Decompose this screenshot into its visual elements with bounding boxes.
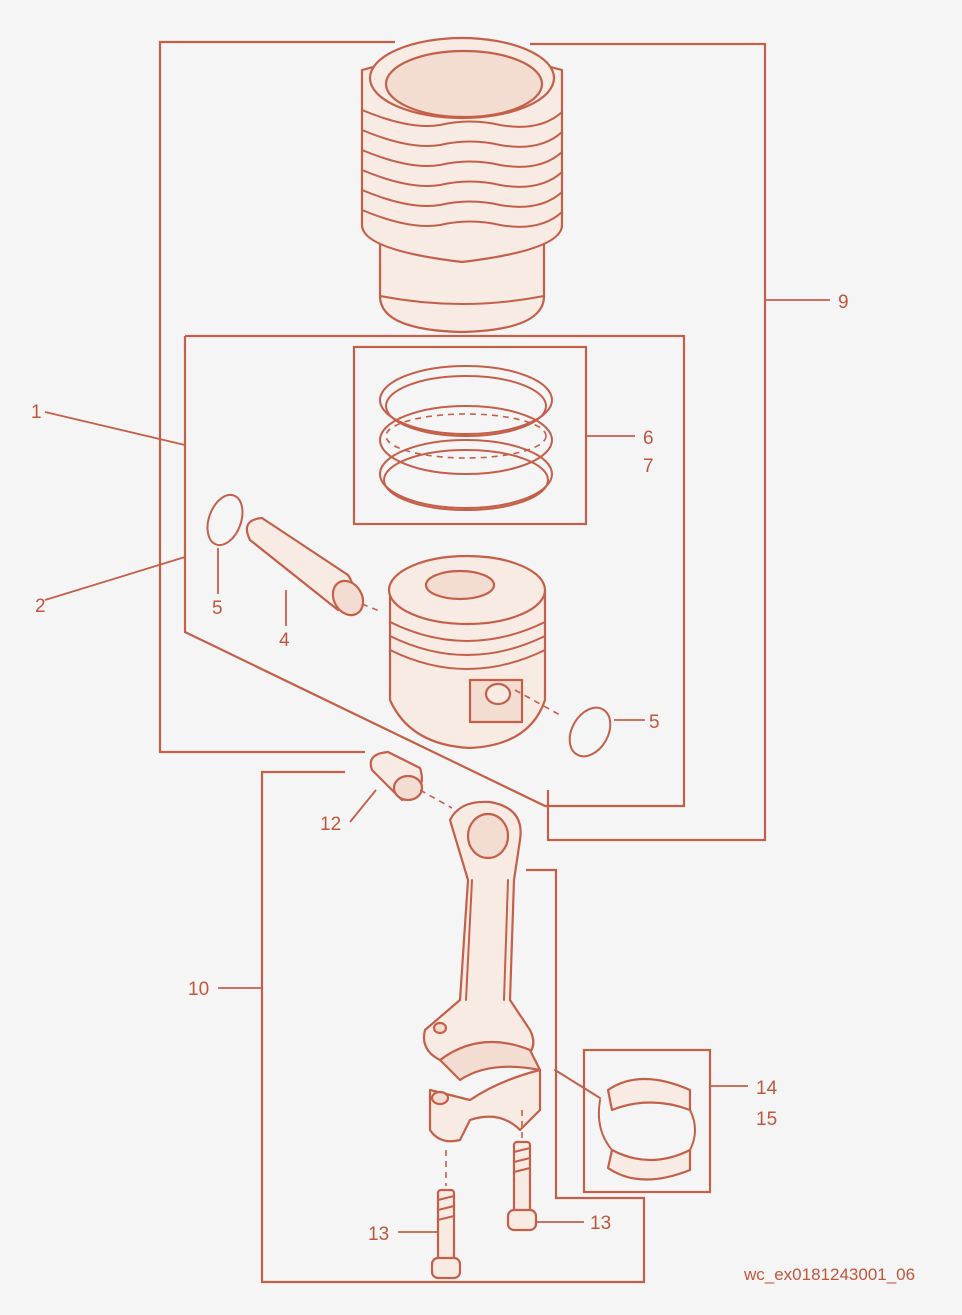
label-9: 9 <box>838 292 849 313</box>
cylinder-barrel <box>360 36 564 334</box>
piston-pin <box>245 516 383 617</box>
label-14: 14 <box>756 1078 778 1099</box>
label-2: 2 <box>35 596 46 617</box>
label-7: 7 <box>643 456 654 477</box>
label-1: 1 <box>31 402 42 423</box>
leader-12 <box>349 789 377 823</box>
rod-bolt-right <box>506 1110 538 1232</box>
label-12: 12 <box>320 814 341 835</box>
connecting-rod <box>422 800 542 1082</box>
frame-cylinder-right <box>530 42 767 842</box>
label-5-right: 5 <box>649 712 660 733</box>
bearing-shells <box>554 1069 696 1181</box>
drawing-code: wc_ex0181243001_06 <box>743 1265 915 1284</box>
label-13-right: 13 <box>590 1213 611 1234</box>
rod-bolt-left <box>430 1150 462 1280</box>
leader-2 <box>44 556 186 601</box>
label-10: 10 <box>188 979 209 1000</box>
frame-cylinder-assembly <box>158 40 395 754</box>
label-15: 15 <box>756 1109 777 1130</box>
frame-piston-assembly <box>183 334 686 808</box>
piston <box>387 554 547 750</box>
leader-1 <box>44 411 186 446</box>
label-4: 4 <box>279 630 290 651</box>
label-13-left: 13 <box>368 1224 389 1245</box>
circlip-left <box>206 493 244 547</box>
small-end-bush <box>369 750 453 809</box>
frame-connecting-rod-assembly <box>260 770 646 1284</box>
circlip-right <box>568 706 612 758</box>
label-6: 6 <box>643 428 654 449</box>
piston-rings <box>379 365 553 511</box>
frame-rod-bearing-shells <box>582 1048 712 1194</box>
label-5-left: 5 <box>212 598 223 619</box>
connecting-rod-cap <box>428 1068 542 1143</box>
